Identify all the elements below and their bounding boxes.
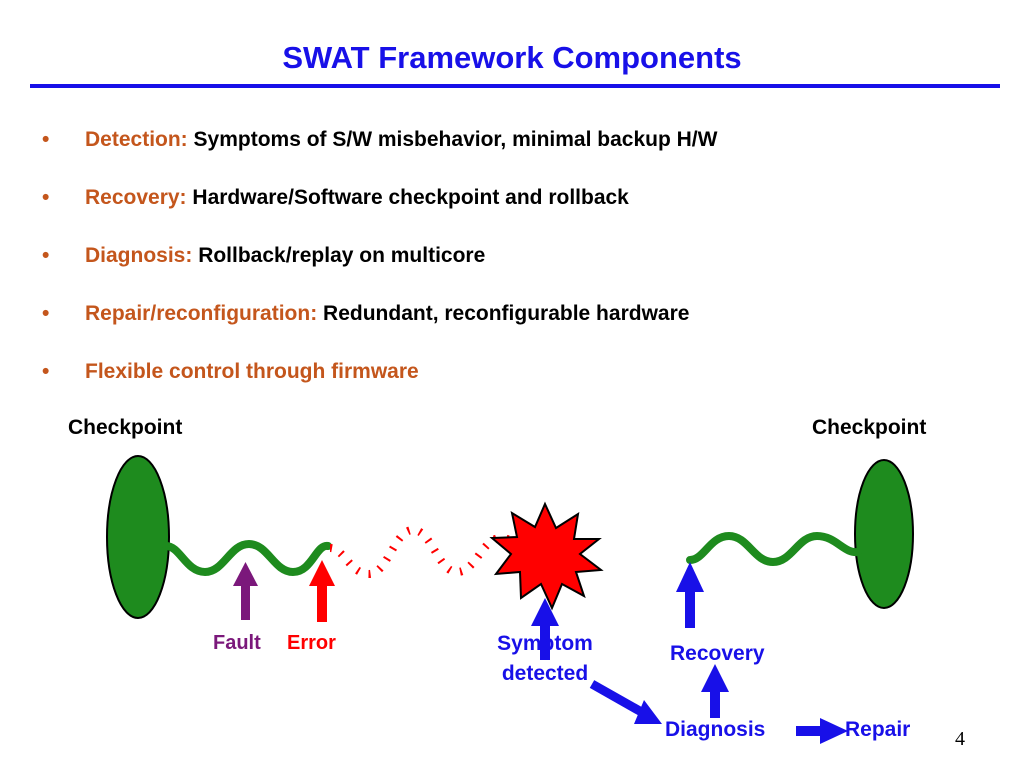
error-label: Error (287, 632, 336, 654)
list-item-label: Repair/reconfiguration: (85, 302, 318, 325)
recovery-arrow-up-icon (676, 562, 704, 628)
list-item: • Detection: Symptoms of S/W misbehavior… (38, 126, 998, 184)
list-item-text: Flexible control through firmware (85, 358, 419, 386)
bullet-marker-icon: • (42, 360, 50, 383)
bullet-marker-icon: • (42, 244, 50, 267)
repair-label: Repair (845, 718, 911, 741)
bullet-marker-icon: • (42, 128, 50, 151)
list-item-label: Recovery: (85, 186, 187, 209)
list-item-text: Diagnosis: Rollback/replay on multicore (85, 242, 485, 270)
fault-arrow-up-icon (233, 562, 258, 620)
list-item-body: Symptoms of S/W misbehavior, minimal bac… (187, 128, 718, 151)
page-number: 4 (955, 728, 965, 750)
execution-wave-green-right (686, 531, 862, 567)
list-item-body: Hardware/Software checkpoint and rollbac… (186, 186, 629, 209)
list-item-text: Recovery: Hardware/Software checkpoint a… (85, 184, 629, 212)
list-item-label: Detection: (85, 128, 188, 151)
list-item: • Diagnosis: Rollback/replay on multicor… (38, 242, 998, 300)
list-item: • Recovery: Hardware/Software checkpoint… (38, 184, 998, 242)
diagnosis-to-recovery-arrow-icon (701, 664, 729, 718)
checkpoint-left-label: Checkpoint (68, 416, 183, 439)
title-underline-rule (30, 84, 1000, 88)
list-item: • Flexible control through firmware (38, 358, 998, 416)
symptom-arrow-up-icon (531, 598, 559, 660)
list-item-text: Repair/reconfiguration: Redundant, recon… (85, 300, 689, 328)
symptom-detected-label-line2: detected (501, 662, 589, 685)
swat-timeline-diagram: Checkpoint Checkpoint Fault Error Sympto… (0, 396, 1024, 768)
bullet-marker-icon: • (42, 302, 50, 325)
error-arrow-up-icon (309, 560, 335, 622)
list-item-label: Diagnosis: (85, 244, 193, 267)
diagnosis-label: Diagnosis (665, 718, 766, 741)
recovery-label: Recovery (670, 642, 765, 665)
checkpoint-left-ellipse (106, 455, 170, 619)
list-item-text: Detection: Symptoms of S/W misbehavior, … (85, 126, 717, 154)
diagnosis-to-repair-arrow-icon (796, 718, 848, 744)
fault-label: Fault (213, 632, 261, 654)
symptom-starburst-icon (489, 501, 604, 611)
list-item-body: Redundant, reconfigurable hardware (317, 302, 690, 325)
symptom-detected-label-line1: Symptom (497, 632, 593, 655)
execution-wave-green-left (162, 539, 332, 577)
execution-wave-red-dotted (329, 525, 524, 579)
list-item-body: Rollback/replay on multicore (192, 244, 486, 267)
page-title: SWAT Framework Components (282, 40, 742, 75)
checkpoint-right-label: Checkpoint (812, 416, 927, 439)
list-item-label: Flexible control through firmware (85, 360, 419, 383)
diagram-graphics (106, 455, 914, 744)
bullet-list: • Detection: Symptoms of S/W misbehavior… (38, 126, 998, 416)
symptom-to-diagnosis-arrow-icon (589, 680, 662, 724)
list-item: • Repair/reconfiguration: Redundant, rec… (38, 300, 998, 358)
checkpoint-right-ellipse (854, 459, 914, 609)
bullet-marker-icon: • (42, 186, 50, 209)
